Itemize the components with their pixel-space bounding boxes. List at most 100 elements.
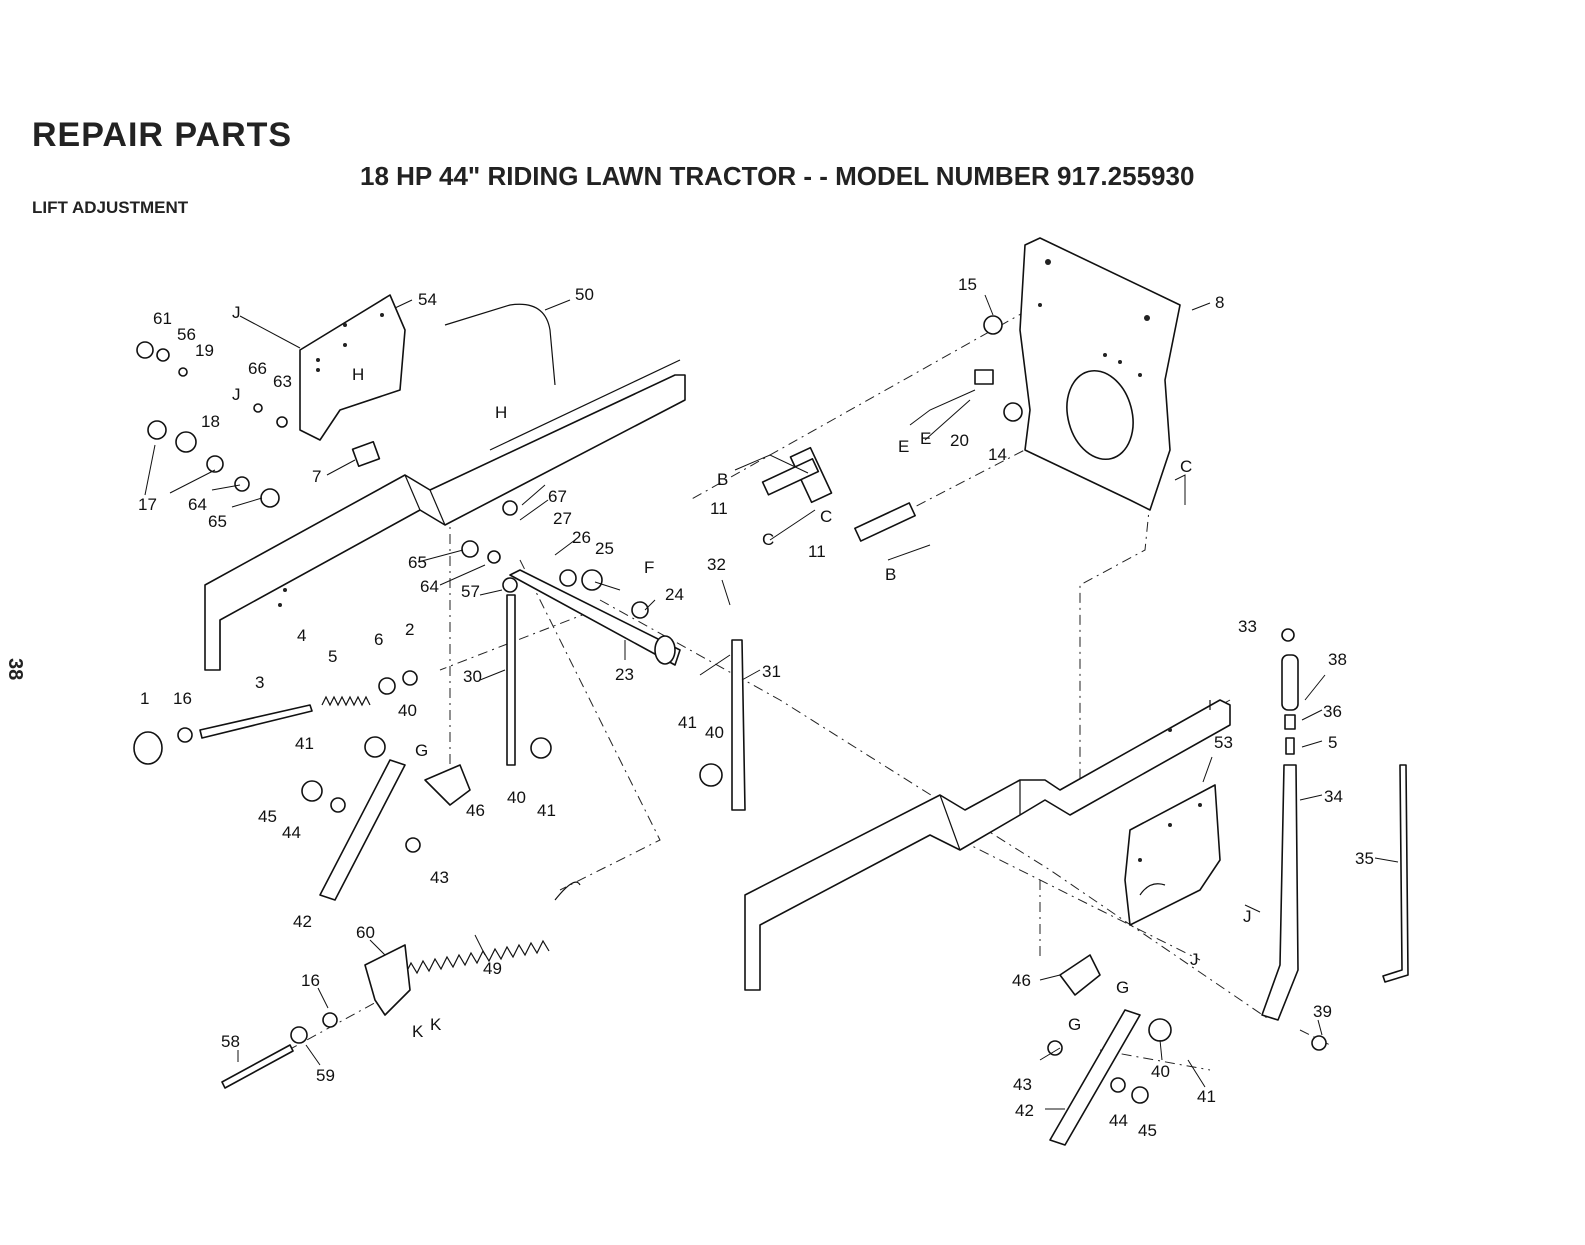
callout-23: 23: [615, 665, 634, 684]
callout-2: 2: [405, 620, 414, 639]
callout-53: 53: [1214, 733, 1233, 752]
callout-labels: 61 56 19 66 63 18 17 64 65 7 54 50 15 8 …: [138, 275, 1374, 1140]
spring-49: [404, 881, 581, 976]
ref-J-1: J: [232, 303, 241, 322]
bent-rod-50: [444, 303, 556, 386]
section-title: LIFT ADJUSTMENT: [32, 198, 189, 217]
adjust-rod-3: [133, 704, 313, 765]
leader-lines: [144, 294, 1399, 1110]
ref-C-2: C: [762, 530, 774, 549]
ref-B-2: B: [885, 565, 896, 584]
bracket-46-left: [424, 764, 471, 806]
callout-1: 1: [140, 689, 149, 708]
callout-40-d: 40: [1151, 1062, 1170, 1081]
callout-40-a: 40: [398, 701, 417, 720]
callout-41-c: 41: [678, 713, 697, 732]
callout-42-right: 42: [1015, 1101, 1034, 1120]
callout-19: 19: [195, 341, 214, 360]
callout-40-c: 40: [705, 723, 724, 742]
callout-33: 33: [1238, 617, 1257, 636]
mount-plate-54: [299, 294, 406, 441]
ref-E-2: E: [920, 429, 931, 448]
callout-46-right: 46: [1012, 971, 1031, 990]
callout-50: 50: [575, 285, 594, 304]
callout-30: 30: [463, 667, 482, 686]
ref-K-1: K: [412, 1022, 424, 1041]
ref-C-3: C: [1180, 457, 1192, 476]
ref-F: F: [644, 558, 654, 577]
callout-5-left: 5: [328, 647, 337, 666]
callout-41-a: 41: [295, 734, 314, 753]
callout-32: 32: [707, 555, 726, 574]
ref-J-4: J: [1190, 950, 1199, 969]
lift-arm-42-right: [1049, 1009, 1141, 1146]
callout-58: 58: [221, 1032, 240, 1051]
callout-35: 35: [1355, 849, 1374, 868]
callout-57: 57: [461, 582, 480, 601]
right-frame-rail: [744, 699, 1231, 991]
bracket-60: [364, 944, 411, 1016]
callout-63: 63: [273, 372, 292, 391]
bracket-46-right: [1059, 954, 1101, 996]
callout-39: 39: [1313, 1002, 1332, 1021]
callout-16-lower: 16: [301, 971, 320, 990]
callout-6: 6: [374, 630, 383, 649]
callout-18: 18: [201, 412, 220, 431]
lift-arm-42-left: [319, 759, 406, 901]
callout-24: 24: [665, 585, 684, 604]
callout-34: 34: [1324, 787, 1343, 806]
callout-11-upper: 11: [710, 499, 728, 518]
callout-60: 60: [356, 923, 375, 942]
ref-H-2: H: [495, 403, 507, 422]
ref-J-3: J: [1243, 907, 1252, 926]
callout-27: 27: [553, 509, 572, 528]
callout-61: 61: [153, 309, 172, 328]
reference-letters: J J J J H H B B C C C E E F G G G K K: [232, 303, 1252, 1041]
callout-20: 20: [950, 431, 969, 450]
ref-G-2: G: [1116, 978, 1129, 997]
mount-plate-53: [1124, 784, 1221, 926]
callout-65: 65: [208, 512, 227, 531]
callout-15: 15: [958, 275, 977, 294]
callout-64-b: 64: [420, 577, 439, 596]
callout-46-left: 46: [466, 801, 485, 820]
ref-K-2: K: [430, 1015, 442, 1034]
callout-41-b: 41: [537, 801, 556, 820]
callout-31: 31: [762, 662, 781, 681]
model-subtitle: 18 HP 44" RIDING LAWN TRACTOR - - MODEL …: [360, 161, 1195, 191]
callout-14: 14: [988, 445, 1007, 464]
callout-49: 49: [483, 959, 502, 978]
callout-42-left: 42: [293, 912, 312, 931]
ref-G-3: G: [1068, 1015, 1081, 1034]
callout-64: 64: [188, 495, 207, 514]
ref-G-1: G: [415, 741, 428, 760]
rear-bracket-plate-8: [1019, 237, 1181, 511]
callout-59: 59: [316, 1066, 335, 1085]
spring-5: [321, 695, 371, 707]
callout-56: 56: [177, 325, 196, 344]
callout-44-right: 44: [1109, 1111, 1128, 1130]
callout-16-upper: 16: [173, 689, 192, 708]
lift-shaft-23: [509, 569, 681, 666]
callout-11-lower: 11: [808, 542, 826, 561]
callout-26: 26: [572, 528, 591, 547]
callout-25: 25: [595, 539, 614, 558]
ref-E-1: E: [898, 437, 909, 456]
callout-36: 36: [1323, 702, 1342, 721]
callout-38: 38: [1328, 650, 1347, 669]
callout-8: 8: [1215, 293, 1224, 312]
callout-45-left: 45: [258, 807, 277, 826]
callout-40-b: 40: [507, 788, 526, 807]
ref-B-1: B: [717, 470, 728, 489]
ref-H-1: H: [352, 365, 364, 384]
callout-7: 7: [312, 467, 321, 486]
callout-43-right: 43: [1013, 1075, 1032, 1094]
callout-44-left: 44: [282, 823, 301, 842]
callout-65-b: 65: [408, 553, 427, 572]
wrench-35: [1382, 764, 1409, 983]
ref-J-2: J: [232, 385, 241, 404]
callout-43-left: 43: [430, 868, 449, 887]
bolt-58: [221, 1044, 294, 1089]
callout-54: 54: [418, 290, 437, 309]
